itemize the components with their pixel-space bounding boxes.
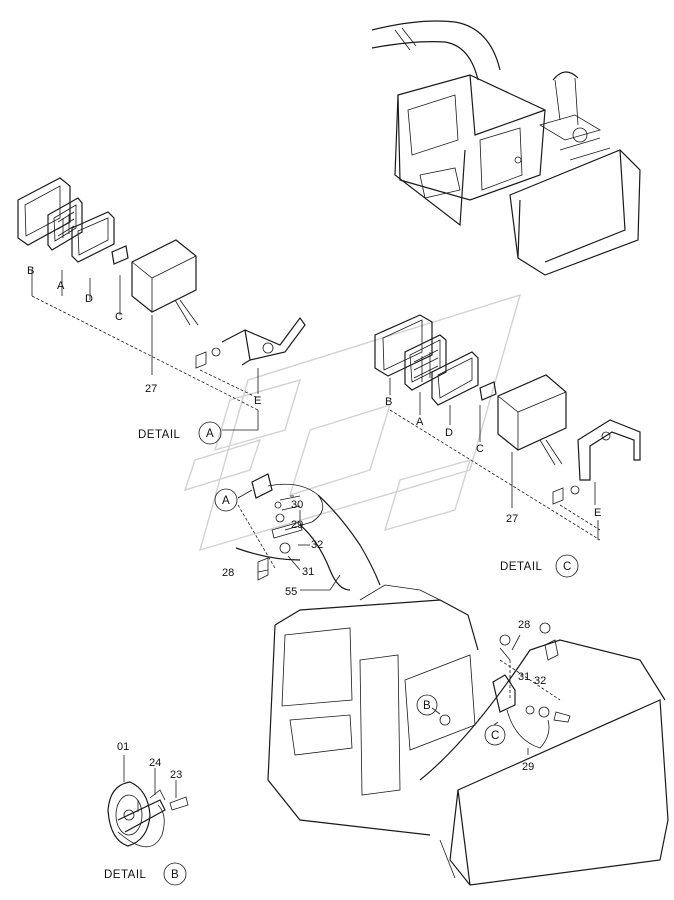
- detail-c-circle-letter: C: [563, 561, 572, 573]
- detail-a-caption: DETAIL: [138, 429, 181, 441]
- detail-a-letter-d: D: [85, 293, 93, 305]
- ref-a-circle: [214, 488, 238, 512]
- detail-c-caption: DETAIL: [500, 561, 543, 573]
- ref-c-letter: C: [491, 730, 500, 742]
- boom-part-30: 30: [291, 499, 303, 511]
- cab-part-31: 31: [518, 671, 530, 683]
- ref-c-circle: [484, 724, 506, 746]
- cab-part-32: 32: [534, 675, 546, 687]
- detail-b-illustration: [107, 755, 189, 848]
- detail-c-circle: [555, 554, 579, 578]
- detail-c-letter-e: E: [594, 507, 601, 519]
- detail-a-letter-c: C: [115, 311, 123, 323]
- detail-b-part-23: 23: [170, 769, 182, 781]
- detail-b-caption: DETAIL: [104, 869, 147, 881]
- detail-a-letter-a: A: [57, 280, 65, 292]
- ref-b-circle: [416, 694, 438, 716]
- boom-part-32: 32: [311, 539, 323, 551]
- ref-b-letter: B: [423, 700, 431, 712]
- detail-b-circle-letter: B: [171, 869, 179, 881]
- detail-a-circle: [198, 421, 222, 445]
- boom-part-31: 31: [302, 566, 314, 578]
- detail-c-letter-d: D: [445, 427, 453, 439]
- detail-b-circle: [163, 862, 187, 886]
- detail-c-letter-b: B: [385, 396, 392, 408]
- ref-a-letter: A: [222, 495, 230, 507]
- detail-a-illustration: [17, 177, 306, 431]
- detail-a-circle-letter: A: [206, 428, 214, 440]
- detail-c-illustration: [374, 314, 641, 541]
- detail-b-part-01: 01: [117, 741, 129, 753]
- detail-c-letter-c: C: [476, 443, 484, 455]
- detail-b-part-24: 24: [149, 757, 161, 769]
- boom-wiring-illustration: [235, 473, 381, 591]
- detail-c-part-27: 27: [506, 513, 518, 525]
- boom-part-28: 28: [222, 567, 234, 579]
- detail-a-part-27: 27: [145, 383, 157, 395]
- cab-part-29: 29: [522, 761, 534, 773]
- excavator-bottom-illustration: [267, 584, 669, 886]
- detail-c-letter-a: A: [416, 416, 424, 428]
- cab-part-28: 28: [518, 619, 530, 631]
- detail-a-letter-b: B: [27, 265, 34, 277]
- watermark-logo: [183, 293, 522, 552]
- detail-a-letter-e: E: [254, 395, 261, 407]
- boom-part-55: 55: [285, 586, 297, 598]
- excavator-top-illustration: [371, 20, 641, 276]
- boom-part-29: 29: [291, 519, 303, 531]
